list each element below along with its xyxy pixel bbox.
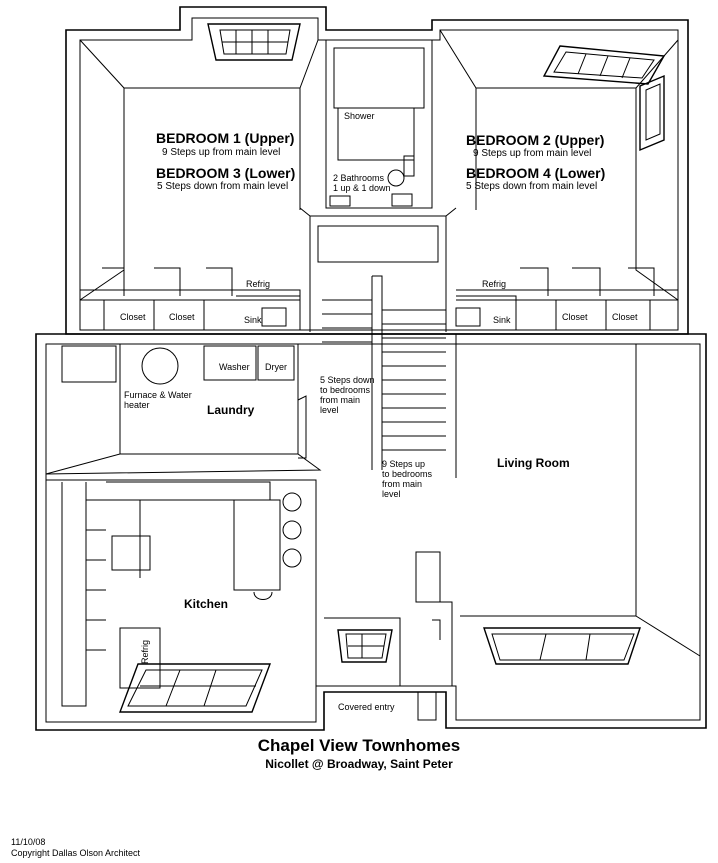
washer-label: Washer bbox=[219, 362, 250, 372]
closet-1-label: Closet bbox=[120, 312, 146, 322]
drawing-title: Chapel View Townhomes bbox=[257, 736, 461, 755]
shower-label: Shower bbox=[344, 111, 375, 121]
drawing-copyright: Copyright Dallas Olson Architect bbox=[11, 848, 141, 858]
stairs-main bbox=[322, 299, 457, 478]
window-bedroom-1 bbox=[207, 23, 301, 61]
sink-left-label: Sink bbox=[244, 315, 262, 325]
dryer-label: Dryer bbox=[265, 362, 287, 372]
window-bedroom-2 bbox=[542, 45, 666, 152]
main-outline bbox=[35, 333, 707, 731]
living-room-walls bbox=[460, 344, 701, 665]
bedroom-2-steps: 9 Steps up from main level bbox=[473, 148, 592, 159]
sink-right-label: Sink bbox=[493, 315, 511, 325]
laundry-walls bbox=[45, 343, 322, 475]
bath-core bbox=[325, 39, 433, 209]
closet-2-label: Closet bbox=[169, 312, 195, 322]
closets-left bbox=[80, 267, 301, 330]
refrig-right-label: Refrig bbox=[482, 279, 507, 289]
bedroom-left-walls bbox=[79, 39, 319, 301]
laundry-label: Laundry bbox=[207, 403, 255, 417]
bedroom-4-steps: 5 Steps down from main level bbox=[466, 181, 598, 192]
closets-right bbox=[455, 267, 679, 330]
drawing-subtitle: Nicollet @ Broadway, Saint Peter bbox=[265, 757, 453, 771]
bedroom-2-name: BEDROOM 2 (Upper) bbox=[466, 132, 605, 148]
bathrooms-label: 2 Bathrooms 1 up & 1 down bbox=[333, 173, 391, 193]
bedroom-4-name: BEDROOM 4 (Lower) bbox=[466, 165, 606, 181]
bedroom-1-name: BEDROOM 1 (Upper) bbox=[156, 130, 295, 146]
covered-entry-label: Covered entry bbox=[338, 702, 395, 712]
bedroom-3-name: BEDROOM 3 (Lower) bbox=[156, 165, 296, 181]
furnace-label: Furnace & Water heater bbox=[124, 390, 192, 410]
stairs-down-note: 5 Steps down to bedrooms from main level bbox=[320, 375, 375, 415]
refrig-kitchen-label: Refrig bbox=[140, 639, 150, 664]
stairs-up-note: 9 Steps up to bedrooms from main level bbox=[382, 459, 433, 499]
living-room-label: Living Room bbox=[497, 456, 570, 470]
closet-4-label: Closet bbox=[612, 312, 638, 322]
bedroom-1-steps: 9 Steps up from main level bbox=[162, 147, 281, 158]
bedroom-3-steps: 5 Steps down from main level bbox=[157, 181, 289, 192]
closet-3-label: Closet bbox=[562, 312, 588, 322]
drawing-date: 11/10/08 bbox=[11, 837, 46, 847]
stair-core bbox=[299, 207, 457, 470]
kitchen-label: Kitchen bbox=[184, 597, 229, 611]
kitchen-walls bbox=[46, 479, 317, 713]
refrig-left-label: Refrig bbox=[246, 279, 271, 289]
entry-walls bbox=[324, 551, 453, 721]
